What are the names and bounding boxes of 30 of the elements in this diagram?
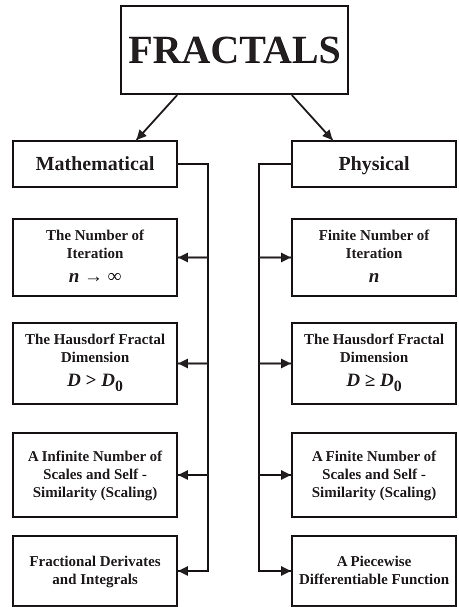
property-box [291, 218, 457, 297]
arrow [178, 163, 209, 576]
box-label: A Piecewise Differentiable Function [298, 553, 450, 589]
box-label: The Hausdorf Fractal Dimension [24, 331, 166, 368]
arrow [136, 94, 178, 141]
box-label: Physical [337, 152, 411, 176]
arrow [291, 94, 334, 141]
property-box [291, 535, 457, 607]
box-label: A Infinite Number of Scales and Self - Similarity (Scaling) [26, 448, 164, 502]
box-label: The Number of Iteration [44, 227, 146, 263]
property-box [12, 218, 178, 297]
formula: n → ∞ [68, 266, 122, 288]
title-box [120, 5, 349, 95]
formula: D > D$_{0}$ [67, 370, 123, 396]
box-label: The Hausdorf Fractal Dimension [303, 331, 445, 368]
property-box [291, 432, 457, 518]
formula: n [368, 266, 380, 288]
box-label: A Finite Number of Scales and Self - Similarity (Scaling) [310, 448, 438, 502]
formula: D ≥ D$_{0}$ [346, 370, 402, 396]
property-box [12, 432, 178, 518]
box-label: FRACTALS [127, 26, 342, 74]
property-box [291, 322, 457, 405]
box-label: Mathematical [34, 152, 156, 176]
category-box [291, 140, 457, 188]
box-label: Fractional Derivates and Integrals [28, 553, 162, 589]
category-box [12, 140, 178, 188]
property-box [12, 322, 178, 405]
property-box [12, 535, 178, 607]
arrow [258, 163, 291, 576]
box-label: Finite Number of Iteration [318, 227, 430, 263]
